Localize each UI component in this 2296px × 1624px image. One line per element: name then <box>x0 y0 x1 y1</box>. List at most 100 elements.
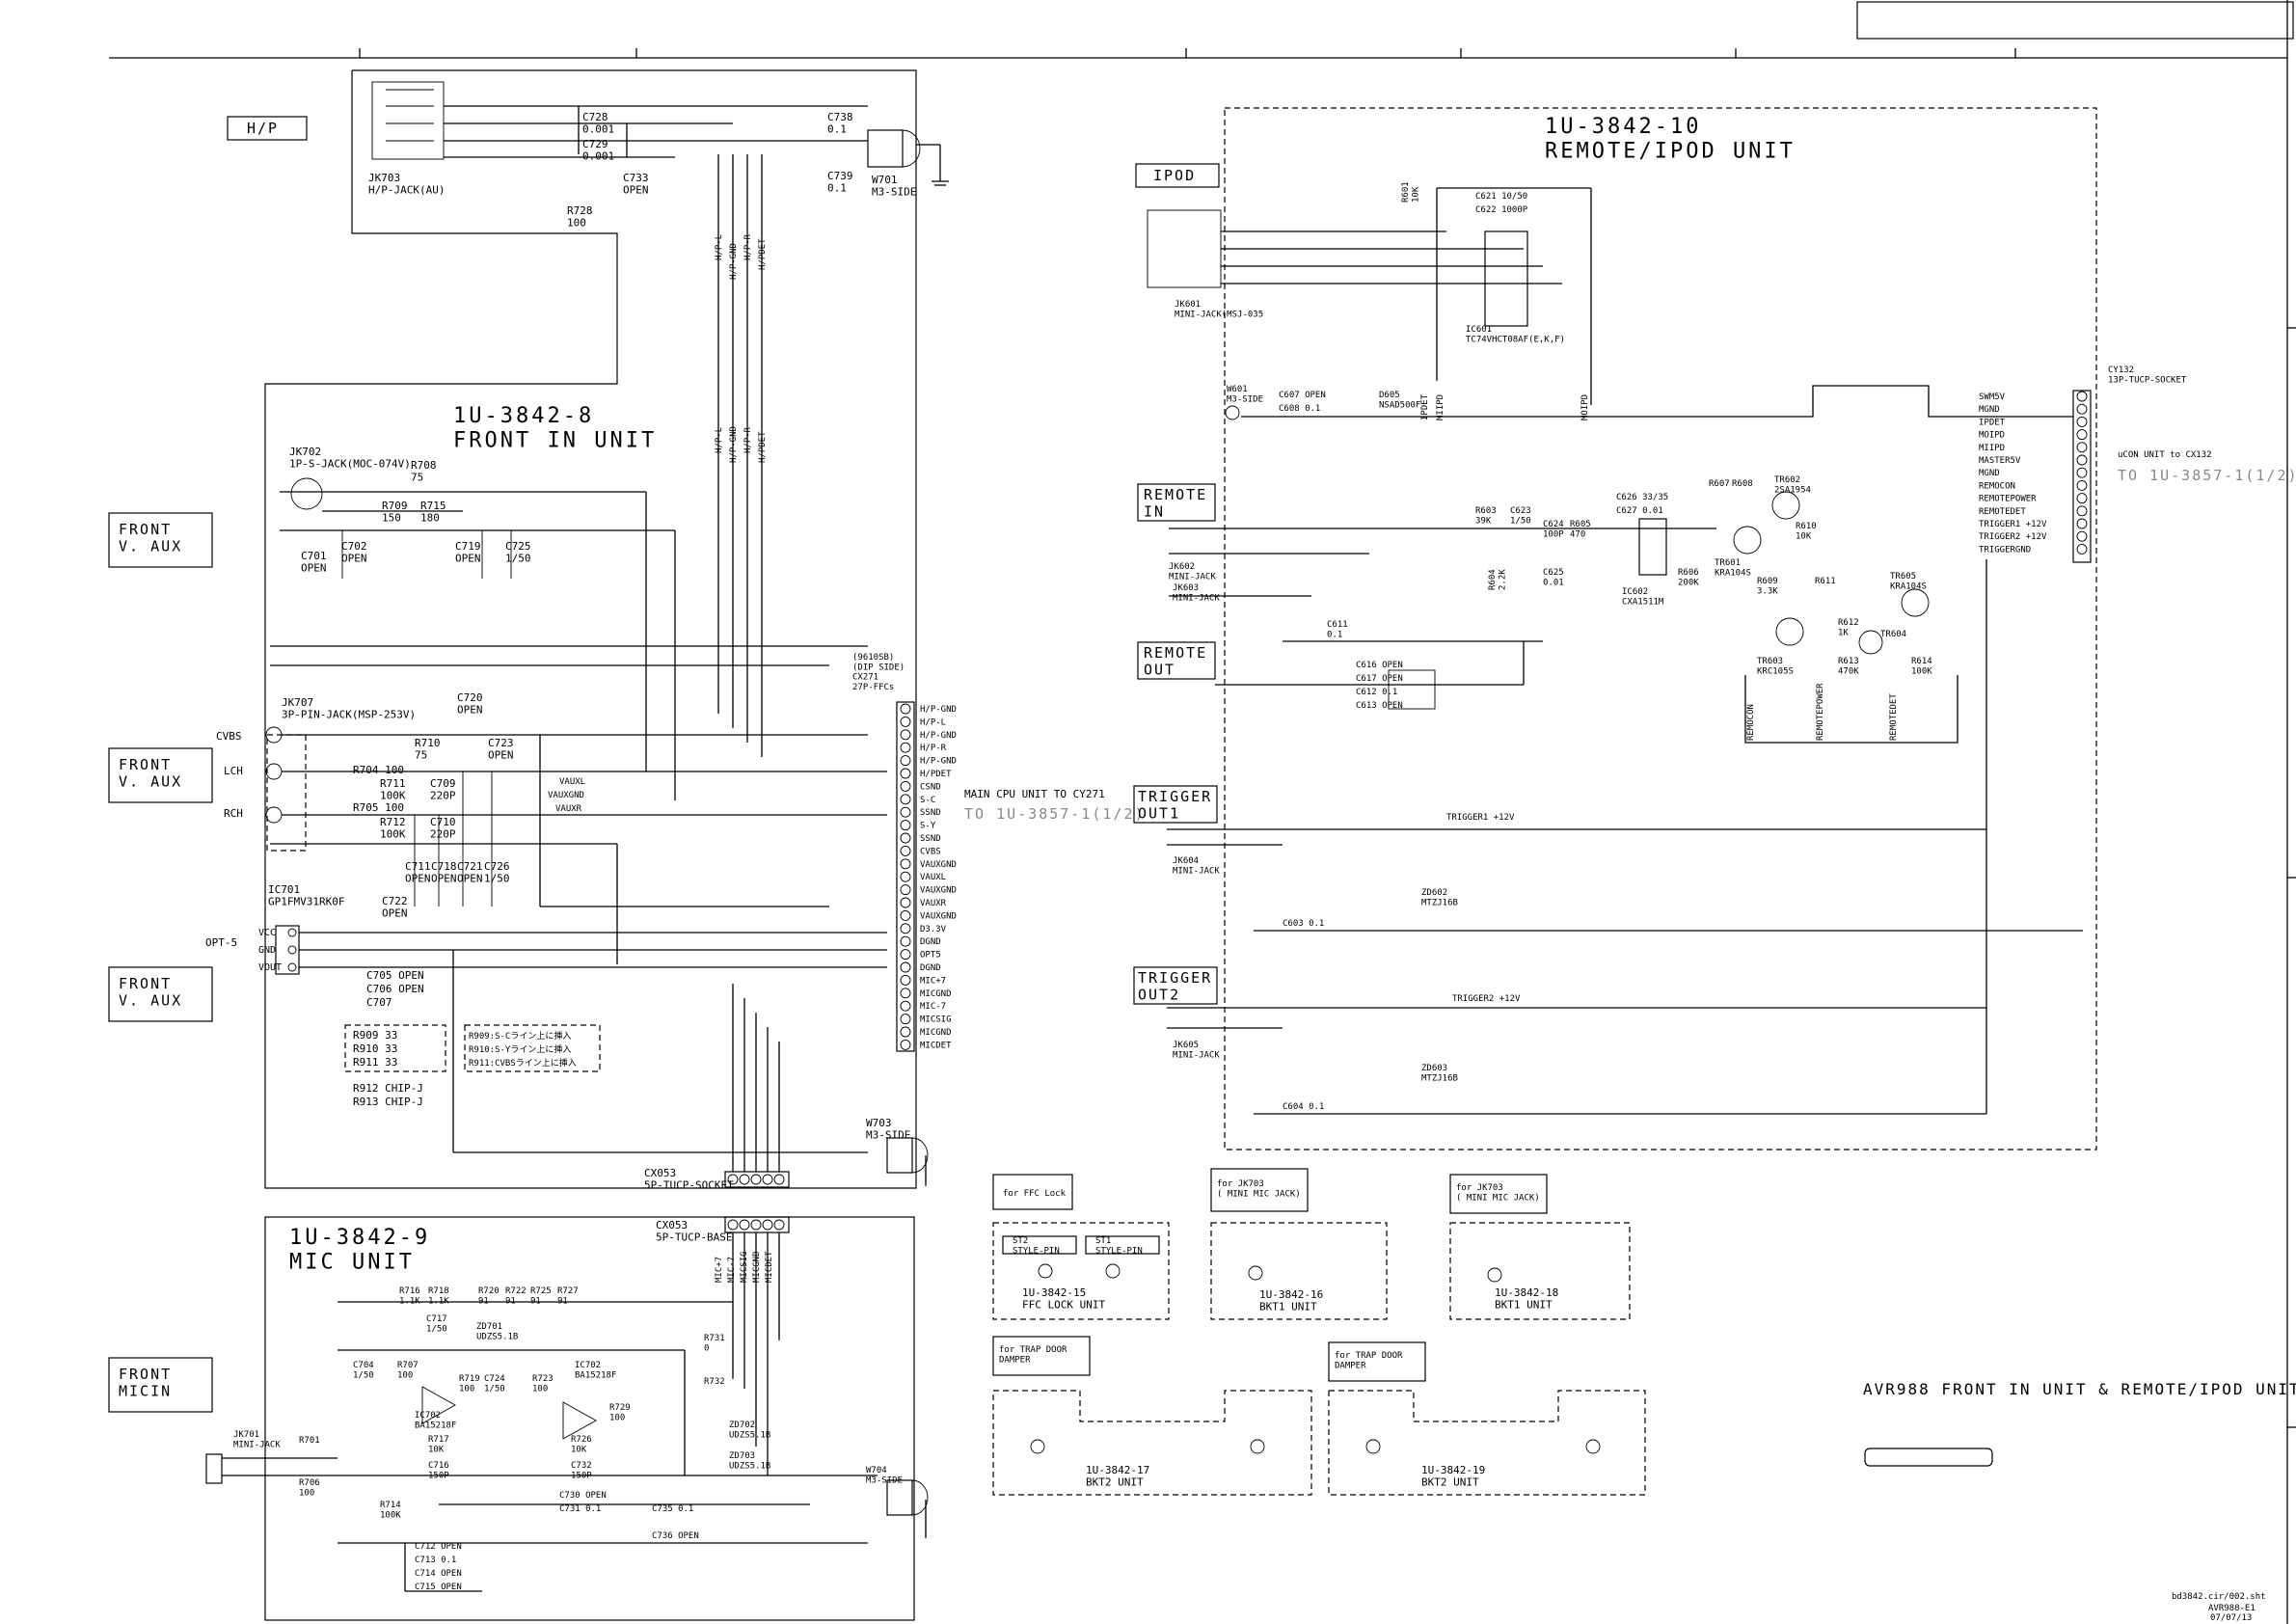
mic-wire-4: MICGND <box>752 1251 762 1283</box>
r732-label: R732 <box>704 1377 725 1387</box>
cx271-pin-label: H/P-GND <box>920 757 957 767</box>
note-r911: R911:CVBSライン上に挿入 <box>469 1057 577 1069</box>
cx271-pin-label: MICGND <box>920 1028 952 1038</box>
r912-label: R912 CHIP-J <box>353 1082 423 1095</box>
cy132-pin-6 <box>2076 454 2088 466</box>
cy132-dest: uCON UNIT to CX132 <box>2118 450 2212 460</box>
note-jk703-b: for JK703( MINI MIC JACK) <box>1456 1183 1540 1203</box>
cx271-pin-label: SSND <box>920 808 941 818</box>
cy132-pin-label: MIIPD <box>1979 444 2005 453</box>
cx271-pin-label: VAUXR <box>920 899 947 908</box>
trig1-label: TRIGGER1 +12V <box>1446 813 1515 823</box>
cx271-pin-label: DGND <box>920 963 941 973</box>
c712-label: C712 OPEN <box>415 1542 462 1552</box>
cx271-pin-1 <box>900 703 911 715</box>
cx271-pin-label: VAUXGND <box>920 886 957 896</box>
wire-hpdet: H/PDET <box>758 238 768 270</box>
cy132-pin-label: MGND <box>1979 469 2000 478</box>
hp-jack-symbol <box>371 81 445 160</box>
cx271-pin-11 <box>900 832 911 844</box>
c607-label: C607 OPEN <box>1279 391 1326 400</box>
cx271-pin-label: OPT5 <box>920 951 941 961</box>
cx271-pin-18 <box>900 923 911 934</box>
tr604-label: TR604 <box>1880 630 1906 639</box>
mic-wire-1: MIC+7 <box>715 1257 724 1283</box>
cx271-pin-3 <box>900 729 911 741</box>
cx271-pin-label: MIC+7 <box>920 976 946 986</box>
cx271-pin-label: H/P-GND <box>920 705 957 715</box>
ic701-vout: VOUT <box>258 962 282 973</box>
cx271-pin-21 <box>900 961 911 973</box>
cx271-pin-4 <box>900 742 911 753</box>
cx271-pin-5 <box>900 755 911 767</box>
miipd-wire: MIIPD <box>1436 394 1445 420</box>
cx271-pin-16 <box>900 897 911 908</box>
sheet-title: AVR988 FRONT IN UNIT & REMOTE/IPOD UNIT <box>1863 1380 2296 1398</box>
c617-label: C617 OPEN <box>1356 674 1403 684</box>
cx271-pin-8 <box>900 794 911 805</box>
ic701-vcc: VCC <box>258 928 276 938</box>
cy132-pin-label: TRIGGER2 +12V <box>1979 532 2047 542</box>
cx271-pin-label: H/P-L <box>920 717 946 727</box>
note-ffc-lock: for FFC Lock <box>1003 1189 1067 1199</box>
cx271-pin-label: VAUXGND <box>920 911 957 921</box>
cx271-pin-14 <box>900 871 911 882</box>
remotepower-wire: REMOTEPOWER <box>1816 683 1825 741</box>
c713-label: C713 0.1 <box>415 1556 456 1565</box>
r611-label: R611 <box>1815 577 1836 586</box>
r608-label: R608 <box>1732 479 1753 489</box>
cx271-pin-label: CSND <box>920 782 941 792</box>
wire-hpgnd: H/P-GND <box>729 243 739 280</box>
cx271-pin-26 <box>900 1026 911 1038</box>
cy132-pin-label: IPDET <box>1979 418 2006 427</box>
cx271-pin-label: H/P-GND <box>920 731 957 741</box>
w701-connector <box>867 129 904 168</box>
hp-wire-bundle: H/P-L H/P-GND H/P-R H/PDET H/P-L H/P-GND… <box>715 154 768 757</box>
c706-label: C706 OPEN <box>366 983 424 995</box>
cy132-ref: TO 1U-3857-1(1/2) <box>2118 467 2296 484</box>
cx271-dest: MAIN CPU UNIT TO CY271 <box>964 788 1105 800</box>
vauxr-label: VAUXR <box>555 804 582 814</box>
